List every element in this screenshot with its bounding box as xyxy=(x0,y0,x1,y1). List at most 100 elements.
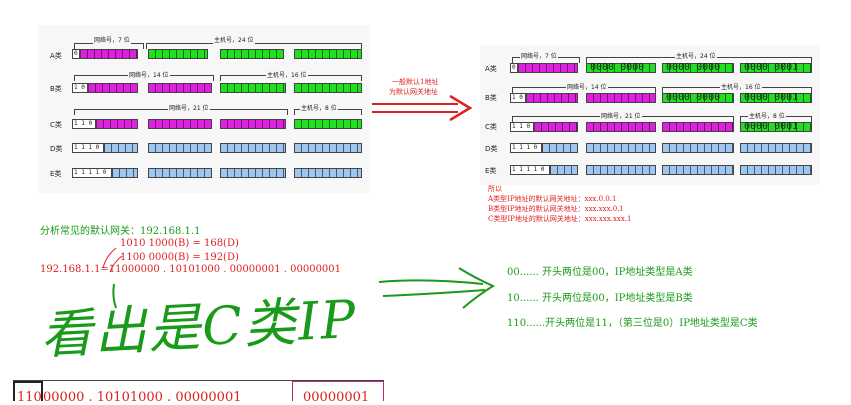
right-b-net-segment-1 xyxy=(526,93,578,103)
right-c-prefix: 1 1 0 xyxy=(510,122,534,132)
c-net-segment-2 xyxy=(148,119,212,129)
right-row-label-b: B类 xyxy=(485,94,497,102)
handwritten-note: 看出是C类IP xyxy=(38,289,359,367)
a-prefix-bits: 0 xyxy=(72,49,80,59)
d-segment-2 xyxy=(148,143,212,153)
c-prefix-bits: 1 1 0 xyxy=(72,119,96,129)
e-segment-4 xyxy=(294,168,362,178)
right-b-net-segment-2 xyxy=(586,93,656,103)
right-c-net-segment-2 xyxy=(586,122,656,132)
row-label-c: C类 xyxy=(50,121,62,129)
d-segment-4 xyxy=(294,143,362,153)
bottom-prefix-box xyxy=(13,381,43,401)
right-c-net-segment-3 xyxy=(662,122,734,132)
row-label-a: A类 xyxy=(50,52,62,60)
right-a-host-segment-3 xyxy=(740,63,812,73)
bottom-last-octet: 00000001 xyxy=(303,390,370,405)
d-prefix-bits: 1 1 1 0 xyxy=(72,143,104,153)
e-segment-1 xyxy=(112,168,138,178)
right-row-label-a: A类 xyxy=(485,65,497,73)
e-prefix-bits: 1 1 1 1 0 xyxy=(72,168,112,178)
b-host-segment-2 xyxy=(294,83,362,93)
red-pointer-lines xyxy=(102,247,123,273)
right-b-host-segment-1 xyxy=(662,93,734,103)
b-net-segment-1 xyxy=(88,83,138,93)
right-e-segment-2 xyxy=(586,165,656,175)
right-c-net-segment-1 xyxy=(534,122,578,132)
a-host-segment-3 xyxy=(294,49,362,59)
analysis-calc-2: 1100 0000(B) = 192(D) xyxy=(120,252,239,263)
analysis-calc-1: 1010 1000(B) = 168(D) xyxy=(120,238,239,249)
right-b-host-label: 主机号，16 位 xyxy=(720,82,762,91)
right-a-host-label: 主机号，24 位 xyxy=(675,51,717,60)
right-d-prefix: 1 1 1 0 xyxy=(510,143,542,153)
right-c-net-label: 网络号，21 位 xyxy=(600,111,642,120)
row-label-e: E类 xyxy=(50,170,62,178)
right-c-host-zeros: 0000 0001 xyxy=(744,121,799,132)
bottom-prefix-bits: 110 xyxy=(17,390,42,405)
right-a-host-segment-2 xyxy=(662,63,734,73)
note-c: C类型IP地址的默认网关地址：xxx.xxx.xxx.1 xyxy=(488,215,632,223)
a-host-segment-1 xyxy=(148,49,208,59)
rule-class-a: 00...... 开头两位是00，IP地址类型是A类 xyxy=(507,267,693,278)
right-ip-class-diagram: A类 B类 C类 D类 E类 网络号，7 位 主机号，24 位 0 0000 0… xyxy=(480,45,820,185)
a-host-label: 主机号，24 位 xyxy=(213,35,255,44)
right-c-host-label: 主机号，8 位 xyxy=(748,111,786,120)
rule-class-c: 110......开头两位是11，（第三位是0）IP地址类型是C类 xyxy=(507,318,758,329)
a-net-label: 网络号，7 位 xyxy=(93,35,131,44)
right-b-host-zeros-2: 0000 0001 xyxy=(744,92,799,103)
right-e-segment-1 xyxy=(550,165,578,175)
right-a-net-label: 网络号，7 位 xyxy=(520,51,558,60)
c-host-segment xyxy=(294,119,362,129)
b-net-segment-2 xyxy=(148,83,212,93)
note-title: 所以 xyxy=(488,185,502,193)
bottom-binary-strip: 110 00000 . 10101000 . 00000001 00000001 xyxy=(13,380,384,405)
right-d-segment-3 xyxy=(662,143,734,153)
handwriting-strokes xyxy=(112,283,117,309)
right-a-host-segment-1 xyxy=(586,63,656,73)
b-host-segment-1 xyxy=(220,83,286,93)
c-net-segment-1 xyxy=(96,119,138,129)
e-segment-2 xyxy=(148,168,212,178)
a-host-segment-2 xyxy=(220,49,284,59)
right-e-prefix: 1 1 1 1 0 xyxy=(510,165,550,175)
right-a-net-segment xyxy=(518,63,578,73)
left-ip-class-diagram: A类 B类 C类 D类 E类 网络号，7 位 主机号，24 位 0 网络号，14… xyxy=(38,25,370,193)
right-d-segment-2 xyxy=(586,143,656,153)
c-net-label: 网络号，21 位 xyxy=(168,103,210,112)
right-e-segment-3 xyxy=(662,165,734,175)
right-a-host-zeros-2: 0000 0000 xyxy=(666,62,721,73)
row-label-b: B类 xyxy=(50,85,62,93)
right-b-host-segment-2 xyxy=(740,93,812,103)
right-c-host-segment xyxy=(740,122,812,132)
arrow-note-line1: 一般默认1地址 xyxy=(392,78,439,86)
right-e-segment-4 xyxy=(740,165,812,175)
note-a: A类型IP地址的默认网关地址：xxx.0.0.1 xyxy=(488,195,617,203)
c-host-label: 主机号，8 位 xyxy=(300,103,338,112)
note-b: B类型IP地址的默认网关地址：xxx.xxx.0.1 xyxy=(488,205,624,213)
d-segment-3 xyxy=(220,143,286,153)
right-row-label-d: D类 xyxy=(485,145,498,153)
a-net-segment xyxy=(80,49,138,59)
analysis-title: 分析常见的默认网关：192.168.1.1 xyxy=(40,226,201,237)
b-prefix-bits: 1 0 xyxy=(72,83,88,93)
right-a-host-zeros-1: 0000 0000 xyxy=(590,62,645,73)
right-a-prefix: 0 xyxy=(510,63,518,73)
right-row-label-c: C类 xyxy=(485,123,497,131)
green-arrow-icon xyxy=(378,267,496,309)
right-b-net-label: 网络号，14 位 xyxy=(566,82,608,91)
c-net-segment-3 xyxy=(220,119,286,129)
right-row-label-e: E类 xyxy=(485,167,497,175)
b-host-label: 主机号，16 位 xyxy=(266,70,308,79)
b-net-label: 网络号，14 位 xyxy=(128,70,170,79)
rule-class-b: 10...... 开头两位是00，IP地址类型是B类 xyxy=(507,293,693,304)
red-arrow-icon xyxy=(372,94,473,122)
right-d-segment-1 xyxy=(542,143,578,153)
right-b-host-zeros-1: 0000 0000 xyxy=(666,92,721,103)
d-segment-1 xyxy=(104,143,138,153)
arrow-note-line2: 为默认网关地址 xyxy=(389,88,438,96)
bottom-last-box xyxy=(292,381,384,401)
row-label-d: D类 xyxy=(50,145,63,153)
right-b-prefix: 1 0 xyxy=(510,93,526,103)
right-d-segment-4 xyxy=(740,143,812,153)
